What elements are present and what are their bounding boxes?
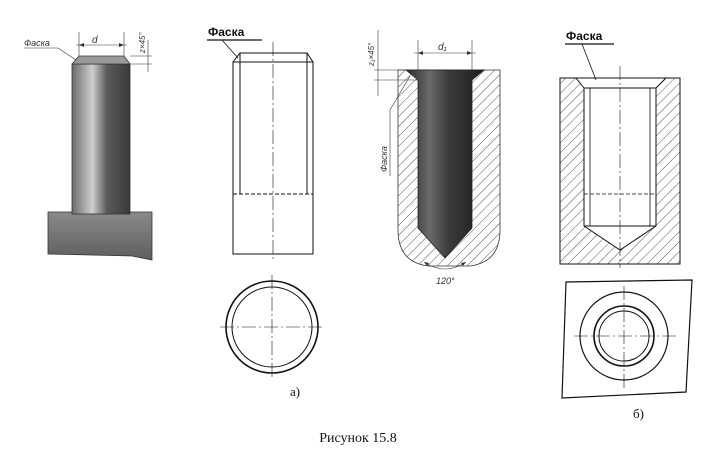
- shaft-body: [71, 63, 131, 215]
- shaft-line-view: [207, 39, 314, 262]
- chamfer-italic-label-1: Фаска: [24, 38, 50, 48]
- caption-a: а): [290, 384, 300, 399]
- shaft-head: [47, 211, 153, 261]
- figure-caption: Рисунок 15.8: [319, 431, 397, 446]
- shaded-shaft-view: d z×45° Фаска: [24, 31, 153, 261]
- chamfer-bold-label-2: Фаска: [566, 29, 603, 43]
- hole-end-view: [561, 279, 693, 399]
- shaded-hole-view: d₁ z₁×45° Фаска 120°: [367, 30, 501, 286]
- dim-chamfer-ext-label: z×45°: [138, 31, 147, 54]
- chamfer-italic-label-2: Фаска: [379, 146, 389, 172]
- dim-angle-label: 120°: [436, 276, 455, 286]
- shaft-outline: [232, 61, 314, 255]
- end-view-frame: [561, 279, 693, 399]
- hole-section-view: [559, 43, 681, 268]
- chamfer-bold-label-1: Фаска: [208, 25, 245, 39]
- dim-chamfer-int-label: z₁×45°: [367, 42, 376, 67]
- caption-b: б): [633, 406, 644, 421]
- dim-d1-label: d₁: [438, 42, 447, 53]
- dim-d-label: d: [92, 35, 98, 46]
- hole-bore: [404, 69, 486, 259]
- shaft-end-view: [220, 275, 324, 379]
- shaft-chamfer: [71, 55, 131, 65]
